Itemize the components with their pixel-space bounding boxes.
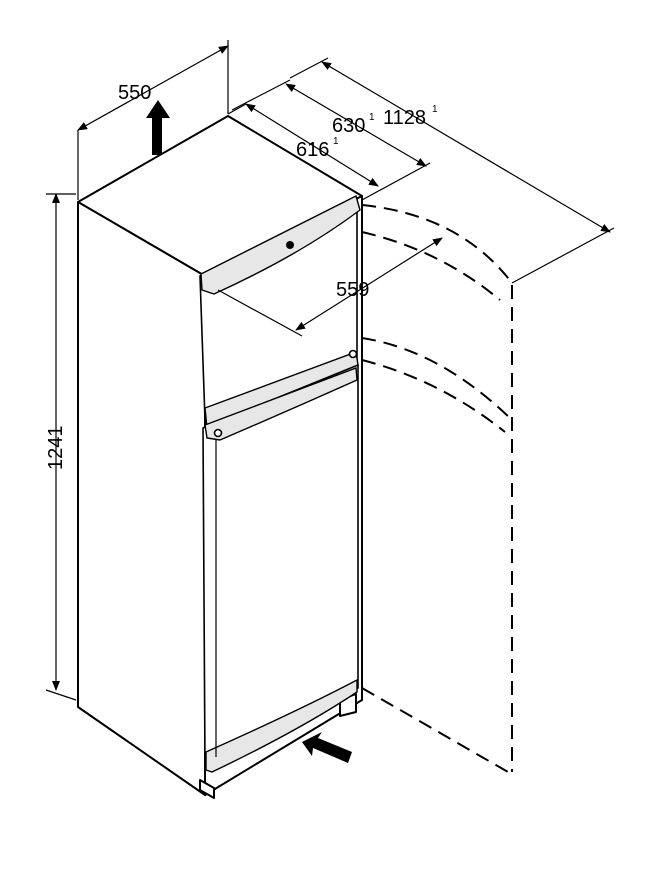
depth-total-label: 630	[332, 115, 365, 137]
open-door-depth-note: 1	[432, 104, 438, 115]
height-label: 1241	[45, 426, 67, 471]
open-door-outline	[361, 204, 513, 773]
width-label: 550	[118, 82, 151, 104]
fridge-door	[202, 364, 359, 773]
open-door-depth-label: 1128	[383, 107, 426, 129]
depth-total-note: 1	[369, 112, 375, 123]
depth-body-label: 616	[296, 139, 329, 161]
arrow-up-icon	[146, 100, 170, 155]
depth-body-note: 1	[333, 136, 339, 147]
control-knob	[286, 241, 294, 249]
opening-width-label: 559	[336, 279, 369, 301]
dimension-lines	[45, 40, 615, 701]
arrow-left-icon	[302, 732, 352, 763]
